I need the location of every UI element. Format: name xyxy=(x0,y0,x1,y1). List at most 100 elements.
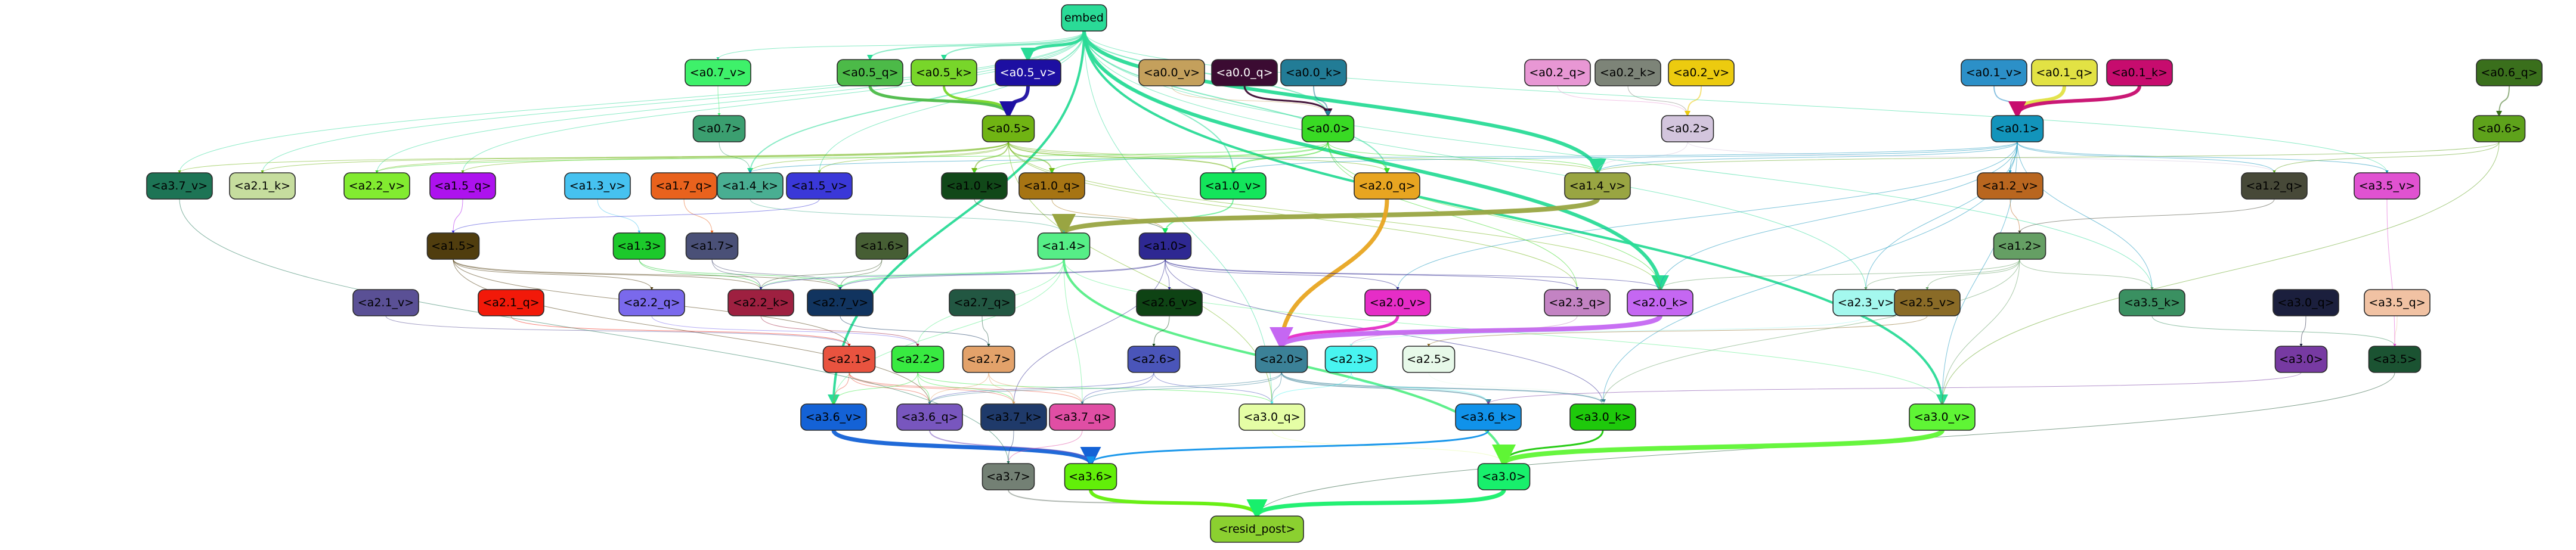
node-box xyxy=(429,172,496,200)
node-a2-0[interactable]: <a2.0> xyxy=(1255,346,1308,373)
edge-a0_1-to-a1_0_v xyxy=(1231,141,2018,173)
node-a2-5[interactable]: <a2.5> xyxy=(1402,346,1456,373)
node-a2-0-k[interactable]: <a2.0_k> xyxy=(1627,289,1693,316)
node-a3-0-q-r[interactable]: <a3.0_q> xyxy=(2272,289,2339,316)
node-a1-3-v[interactable]: <a1.3_v> xyxy=(564,172,631,200)
node-a0-0-k[interactable]: <a0.0_k> xyxy=(1280,59,1347,86)
node-a1-3[interactable]: <a1.3> xyxy=(612,232,666,260)
node-a1-0-v[interactable]: <a1.0_v> xyxy=(1200,172,1267,200)
node-resid-post[interactable]: <resid_post> xyxy=(1210,515,1304,543)
node-a0-0-v[interactable]: <a0.0_v> xyxy=(1138,59,1205,86)
node-a0-7-v[interactable]: <a0.7_v> xyxy=(685,59,751,86)
node-a1-4-v[interactable]: <a1.4_v> xyxy=(1564,172,1631,200)
node-a0-2-k[interactable]: <a0.2_k> xyxy=(1594,59,1661,86)
node-label: <a3.0> xyxy=(2279,353,2323,366)
node-a2-5-v[interactable]: <a2.5_v> xyxy=(1894,289,1961,316)
node-a1-6[interactable]: <a1.6> xyxy=(855,232,909,260)
node-a1-4[interactable]: <a1.4> xyxy=(1037,232,1091,260)
node-a2-7-q[interactable]: <a2.7_q> xyxy=(949,289,1015,316)
node-box xyxy=(685,232,739,260)
node-a3-0-v[interactable]: <a3.0_v> xyxy=(1909,403,1976,431)
node-a3-7-v[interactable]: <a3.7_v> xyxy=(146,172,213,200)
node-a1-4-k[interactable]: <a1.4_k> xyxy=(717,172,784,200)
node-a0-1[interactable]: <a0.1> xyxy=(1990,115,2044,142)
node-a3-0[interactable]: <a3.0> xyxy=(2274,346,2328,373)
node-a3-5-v[interactable]: <a3.5_v> xyxy=(2354,172,2420,200)
edge-embed-to-a0_5_k xyxy=(941,30,1085,61)
node-a3-5-q[interactable]: <a3.5_q> xyxy=(2364,289,2431,316)
node-a0-0-q[interactable]: <a0.0_q> xyxy=(1211,59,1278,86)
node-a0-1-k[interactable]: <a0.1_k> xyxy=(2106,59,2173,86)
node-box xyxy=(822,346,876,373)
node-a2-2-k[interactable]: <a2.2_k> xyxy=(727,289,794,316)
edge-a2_7_v-to-a2_7 xyxy=(840,315,990,347)
node-a2-6-v[interactable]: <a2.6_v> xyxy=(1136,289,1203,316)
node-a3-6[interactable]: <a3.6> xyxy=(1064,463,1117,490)
node-a1-5[interactable]: <a1.5> xyxy=(426,232,480,260)
node-a1-5-q[interactable]: <a1.5_q> xyxy=(429,172,496,200)
edge-a0_0-to-a1_0_v xyxy=(1230,141,1329,174)
node-a2-1-q[interactable]: <a2.1_q> xyxy=(478,289,544,316)
node-a0-5-k[interactable]: <a0.5_k> xyxy=(911,59,977,86)
node-a2-7-v[interactable]: <a2.7_v> xyxy=(807,289,874,316)
node-a2-0-q[interactable]: <a2.0_q> xyxy=(1354,172,1420,200)
node-a0-2[interactable]: <a0.2> xyxy=(1661,115,1714,142)
node-a0-5[interactable]: <a0.5> xyxy=(982,115,1035,142)
node-label: <a2.1> xyxy=(827,353,871,366)
node-a0-5-v[interactable]: <a0.5_v> xyxy=(995,59,1061,86)
node-a3-7-q[interactable]: <a3.7_q> xyxy=(1049,403,1116,431)
node-a2-2[interactable]: <a2.2> xyxy=(891,346,945,373)
node-a2-1-v[interactable]: <a2.1_v> xyxy=(352,289,419,316)
node-a3-6-q[interactable]: <a3.6_q> xyxy=(896,403,963,431)
node-a1-7-q[interactable]: <a1.7_q> xyxy=(651,172,717,200)
node-box xyxy=(1136,289,1203,316)
node-a1-0[interactable]: <a1.0> xyxy=(1138,232,1192,260)
node-embed[interactable]: embed xyxy=(1061,4,1107,32)
node-a3-0b[interactable]: <a3.0> xyxy=(1477,463,1531,490)
node-label: <a1.5> xyxy=(431,240,475,253)
edge-a0_0_k-to-a0_0 xyxy=(1313,85,1331,117)
edge-a2_0_q-to-a2_0 xyxy=(1271,198,1389,350)
node-a2-3[interactable]: <a2.3> xyxy=(1324,346,1378,373)
node-a1-0-k[interactable]: <a1.0_k> xyxy=(941,172,1008,200)
node-a1-5-v[interactable]: <a1.5_v> xyxy=(786,172,853,200)
node-a0-6-q[interactable]: <a0.6_q> xyxy=(2476,59,2543,86)
node-a2-6[interactable]: <a2.6> xyxy=(1127,346,1181,373)
node-a2-1-k[interactable]: <a2.1_k> xyxy=(229,172,296,200)
node-a3-0-q[interactable]: <a3.0_q> xyxy=(1239,403,1305,431)
node-label: <a0.6> xyxy=(2477,122,2521,135)
node-a3-7-k[interactable]: <a3.7_k> xyxy=(980,403,1047,431)
node-a2-2-v[interactable]: <a2.2_v> xyxy=(343,172,410,200)
node-a0-1-v[interactable]: <a0.1_v> xyxy=(1961,59,2027,86)
node-a2-1[interactable]: <a2.1> xyxy=(822,346,876,373)
node-a1-2-q[interactable]: <a1.2_q> xyxy=(2241,172,2308,200)
node-a3-0-k[interactable]: <a3.0_k> xyxy=(1569,403,1636,431)
node-a2-3-v[interactable]: <a2.3_v> xyxy=(1832,289,1899,316)
node-a1-2-v[interactable]: <a1.2_v> xyxy=(1977,172,2044,200)
node-a1-0-q[interactable]: <a1.0_q> xyxy=(1018,172,1085,200)
node-a2-2-q[interactable]: <a2.2_q> xyxy=(618,289,685,316)
node-a2-7[interactable]: <a2.7> xyxy=(962,346,1015,373)
node-a2-3-q[interactable]: <a2.3_q> xyxy=(1544,289,1611,316)
node-a3-7[interactable]: <a3.7> xyxy=(982,463,1035,490)
node-a0-5-q[interactable]: <a0.5_q> xyxy=(837,59,903,86)
edge-a2_7_q-to-a2_7 xyxy=(982,315,990,347)
edge-a3_6_v-to-a3_6 xyxy=(831,429,1101,468)
node-a1-2[interactable]: <a1.2> xyxy=(1993,232,2046,260)
node-a3-5[interactable]: <a3.5> xyxy=(2368,346,2422,373)
node-label: <a2.2> xyxy=(896,353,940,366)
node-a1-7[interactable]: <a1.7> xyxy=(685,232,739,260)
node-a3-5-k[interactable]: <a3.5_k> xyxy=(2119,289,2185,316)
node-a3-6-k[interactable]: <a3.6_k> xyxy=(1455,403,1522,431)
edge-a0_5-to-a2_2_v xyxy=(375,141,1009,173)
node-a0-6[interactable]: <a0.6> xyxy=(2472,115,2526,142)
node-a0-2-v[interactable]: <a0.2_v> xyxy=(1668,59,1735,86)
node-a0-7[interactable]: <a0.7> xyxy=(692,115,746,142)
node-a0-0[interactable]: <a0.0> xyxy=(1301,115,1355,142)
node-a3-6-v[interactable]: <a3.6_v> xyxy=(800,403,867,431)
node-a0-1-q[interactable]: <a0.1_q> xyxy=(2031,59,2098,86)
edge-a2_6_v-to-a2_6 xyxy=(1152,315,1170,347)
node-a0-2-q[interactable]: <a0.2_q> xyxy=(1524,59,1591,86)
node-a2-0-v[interactable]: <a2.0_v> xyxy=(1364,289,1431,316)
edge-a0_5_q-to-a0_5 xyxy=(868,85,1016,119)
